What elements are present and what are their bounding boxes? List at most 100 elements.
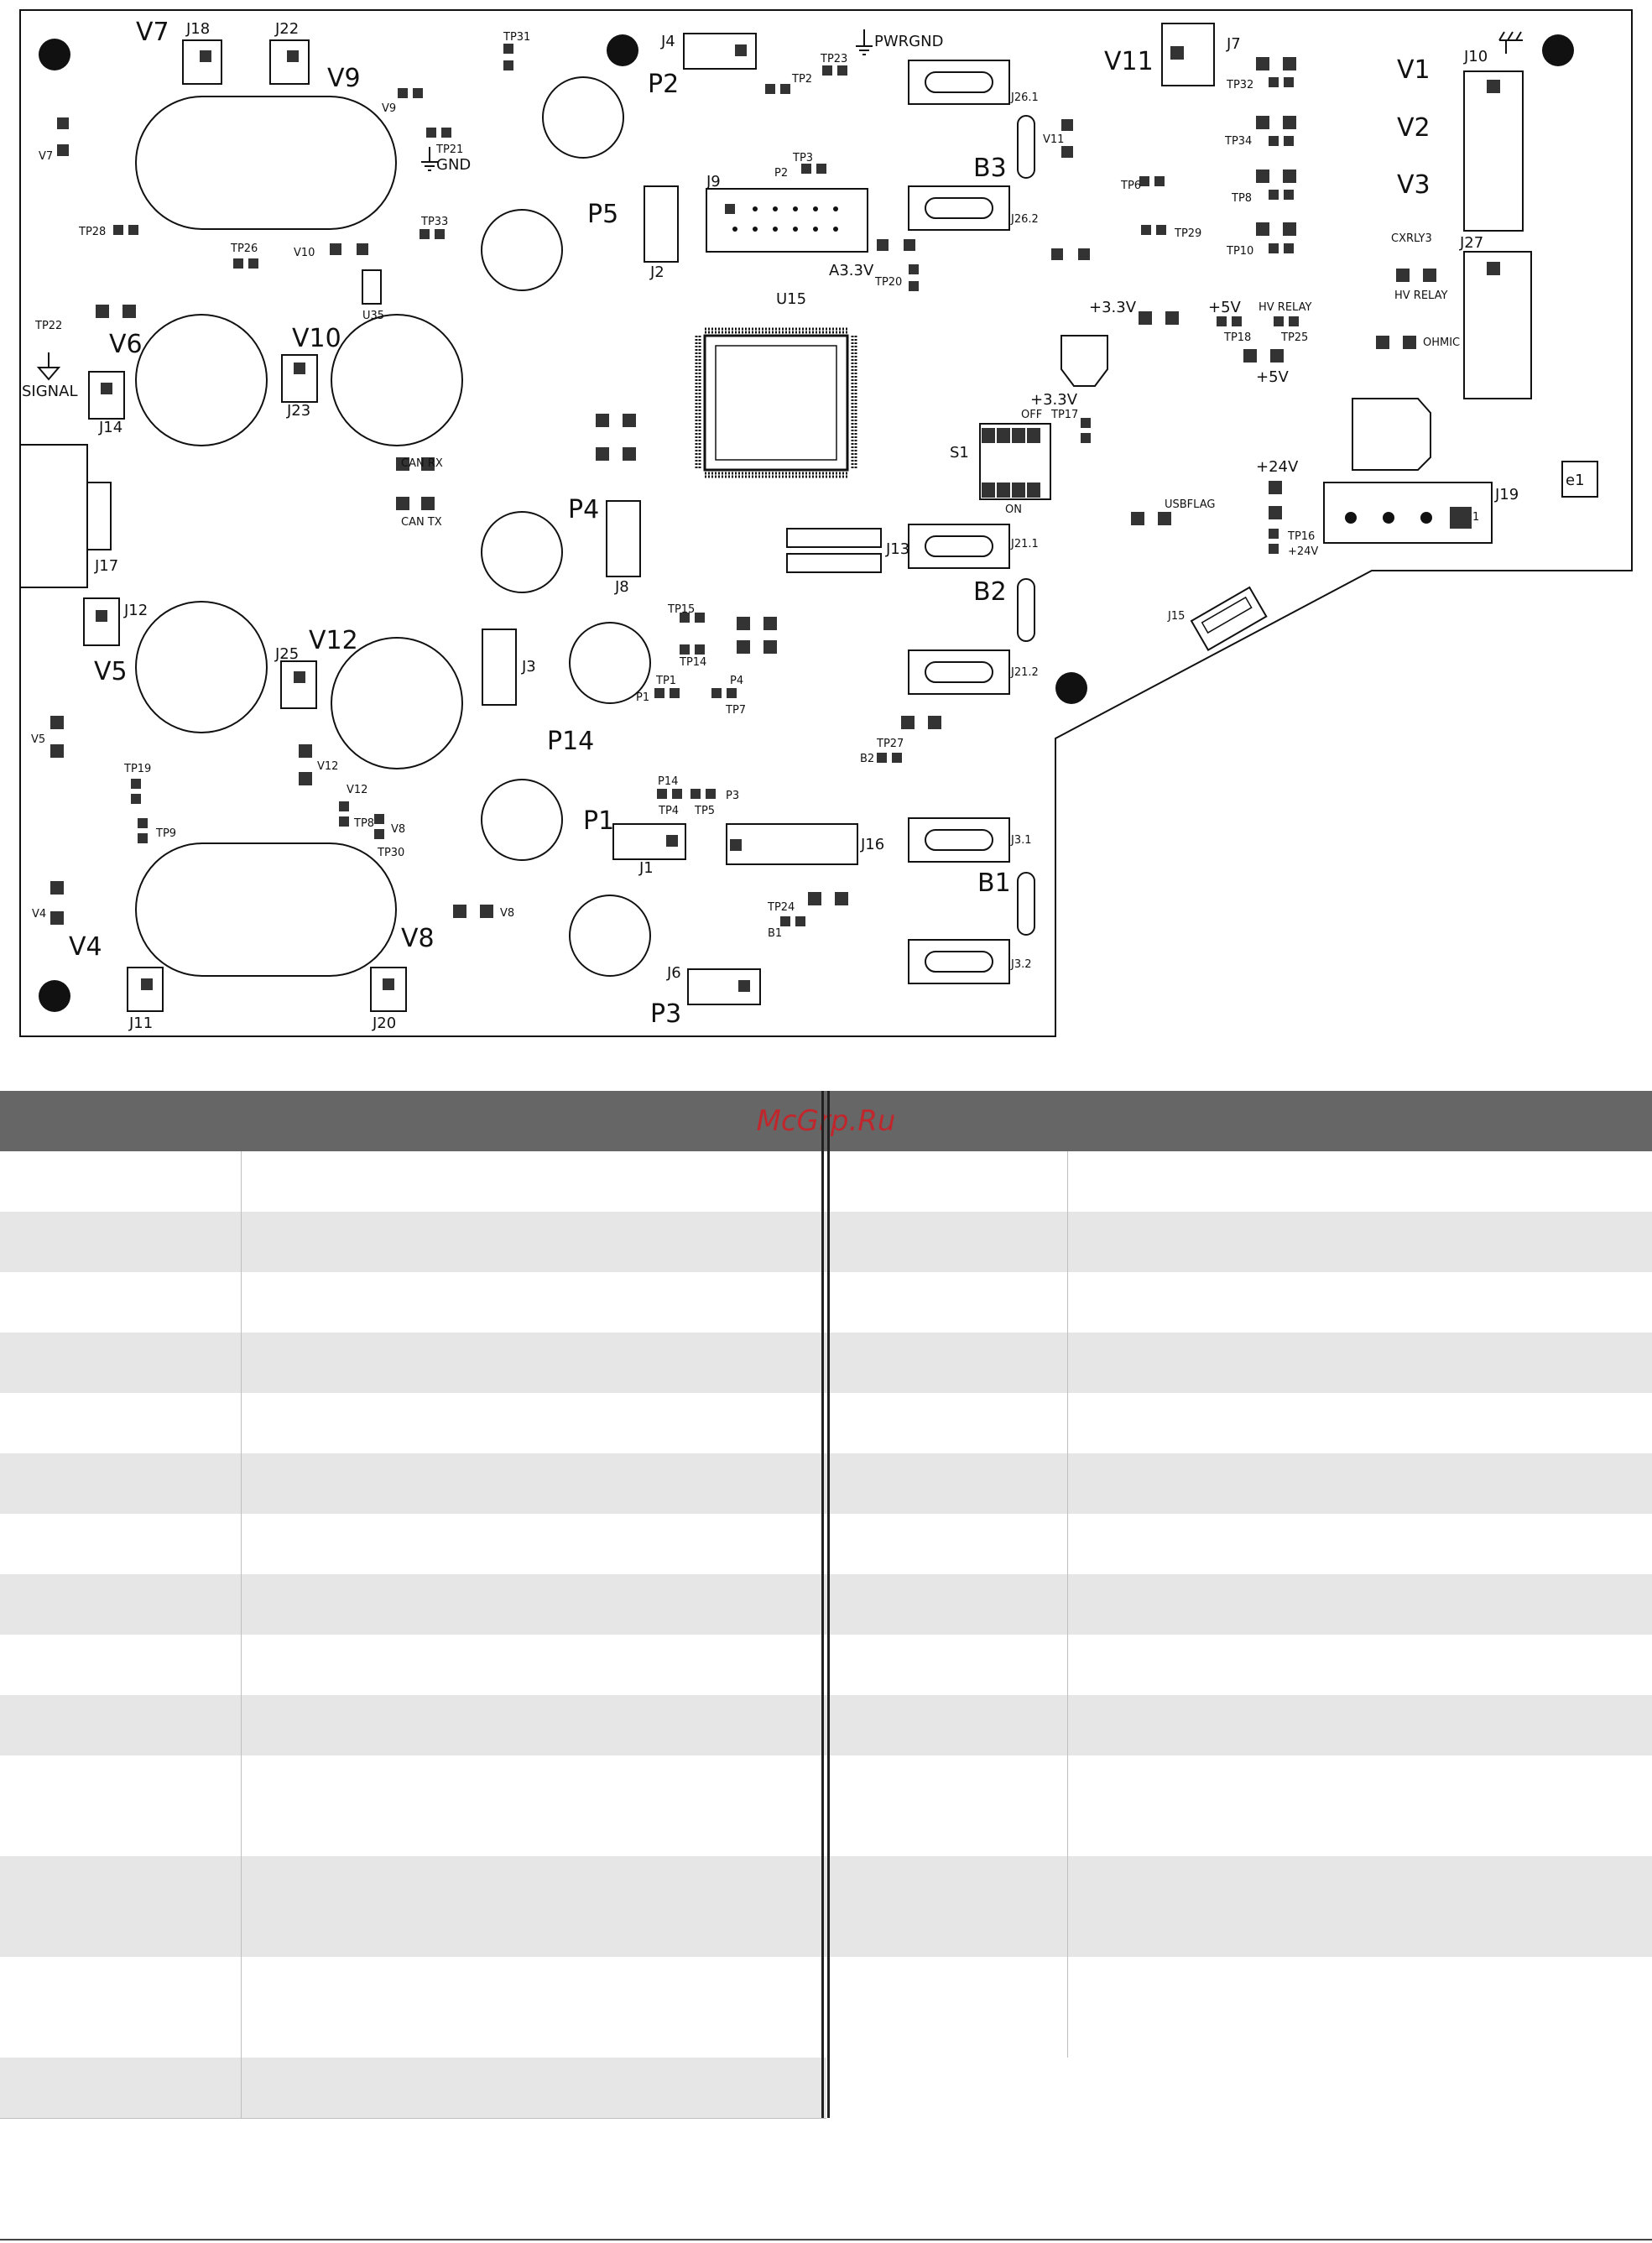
footer-rule [0,2239,1652,2240]
mount-hole [1055,672,1087,704]
label-tp6: TP6 [1120,180,1141,192]
table-row [0,1272,1652,1333]
label-tp19: TP19 [123,763,151,775]
ground-symbol [36,29,1523,381]
label-tp7: TP7 [725,704,746,717]
label-tp18: TP18 [1223,331,1251,344]
label-v2: V2 [1397,113,1431,143]
label-j16: J16 [860,836,884,853]
label-tp3: TP3 [792,152,813,164]
table-row [0,1393,1652,1453]
label-j27: J27 [1459,234,1483,252]
label-e1: e1 [1566,472,1585,489]
label-v7-small: V7 [39,150,53,163]
label-v7: V7 [136,18,169,47]
label-j12: J12 [123,602,148,619]
mount-hole [1542,34,1574,66]
crystal-footprints [908,60,1035,984]
label-j17: J17 [94,557,118,575]
label-tp8-b: TP8 [353,817,374,830]
label-can-tx: CAN TX [401,516,442,529]
label-tp34: TP34 [1224,135,1252,148]
table-row [0,2058,826,2118]
pcb-silkscreen-diagram: V7 V9 P2 P5 V11 B3 V1 V2 V3 V6 V10 P4 B2… [19,9,1633,1037]
label-u15: U15 [776,290,806,308]
label-tp8: TP8 [1231,192,1252,205]
label-usbflag: USBFLAG [1165,498,1215,511]
round-footprint [135,601,268,733]
smd-pads [50,44,1436,926]
label-v9-small: V9 [382,102,396,115]
label-v10: V10 [292,324,341,353]
label-on: ON [1005,503,1022,516]
label-tp21: TP21 [435,143,463,156]
label-j19: J19 [1494,486,1519,503]
label-tp25: TP25 [1280,331,1308,344]
table-center-divider [827,1091,830,2118]
table-row [0,1212,1652,1272]
pressure-sensor-footprint [481,779,563,861]
table-row [0,1695,1652,1755]
label-j25: J25 [274,645,299,663]
label-j8: J8 [614,578,629,596]
label-j3: J3 [521,658,536,676]
label-p5: P5 [587,200,618,229]
label-v4: V4 [69,932,102,962]
label-tp9: TP9 [155,827,176,840]
table-column-divider [1067,1151,1068,2058]
pressure-sensor-footprint [542,76,624,159]
mount-hole [39,980,70,1012]
mount-hole [607,34,638,66]
valve-footprint-v8 [135,842,397,977]
label-j4: J4 [660,33,675,50]
pressure-sensor-footprint [481,511,563,593]
label-j14: J14 [98,419,122,436]
label-tp10: TP10 [1226,245,1253,258]
label-tp2: TP2 [791,73,812,86]
label-tp24: TP24 [767,901,795,914]
label-tp1: TP1 [655,675,676,687]
connector-j17 [20,444,112,588]
table-row [0,1755,1652,1856]
label-tp16: TP16 [1287,530,1315,543]
table-row [0,1957,1652,2058]
label-j3-2: J3.2 [1010,958,1032,971]
table-column-divider [241,1151,242,2118]
label-can-rx: CAN RX [401,457,443,470]
label-tp17: TP17 [1050,409,1078,421]
round-footprint [135,314,268,446]
label-v8-small-b: V8 [500,907,514,920]
table-row [0,1856,1652,1957]
label-j10: J10 [1463,48,1488,65]
label-j1: J1 [638,859,654,877]
label-j15: J15 [1167,610,1185,623]
label-v3: V3 [1397,170,1431,200]
label-v1: V1 [1397,55,1431,85]
pressure-sensor-footprint [569,895,651,977]
label-hv-relay-2: HV RELAY [1259,301,1311,314]
label-p2: P2 [648,70,679,99]
label-j3-1: J3.1 [1010,834,1032,847]
label-v12: V12 [309,626,358,655]
label-b3: B3 [973,154,1007,183]
table-row [0,1333,1652,1393]
label-pwrgnd: PWRGND [874,33,943,50]
label-v5-small: V5 [31,733,45,746]
label-tp27: TP27 [876,738,904,750]
mount-hole [39,39,70,70]
label-j20: J20 [372,1015,396,1032]
table-bottom-edge [0,2118,826,2119]
small-connectors [19,23,1598,1012]
label-p1: P1 [583,806,614,836]
label-j7: J7 [1226,35,1241,53]
label-ohmic: OHMIC [1423,336,1460,349]
label-tp22: TP22 [34,320,62,332]
terminal-j19 [1323,398,1493,544]
label-tp29: TP29 [1174,227,1201,240]
label-p4-small: P4 [730,675,743,687]
label-p1-small: P1 [636,691,649,704]
label-v11: V11 [1104,47,1154,76]
table-row [0,1635,1652,1695]
label-j22: J22 [274,20,299,38]
label-s1: S1 [950,444,969,462]
